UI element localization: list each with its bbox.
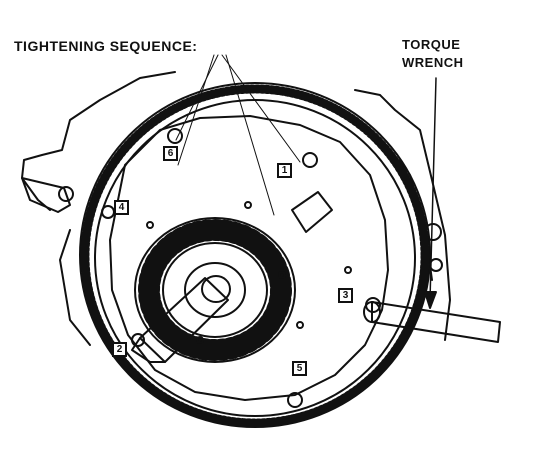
leader-line [175, 54, 219, 141]
flywheel-teeth [80, 84, 430, 428]
clutch-disc-inner [162, 242, 268, 338]
sequence-marker-1: 1 [277, 163, 292, 178]
plate-hole [146, 221, 154, 229]
leader-line [225, 54, 275, 216]
sequence-marker-2: 2 [112, 342, 127, 357]
tightening-sequence-title: TIGHTENING SEQUENCE: [14, 38, 198, 54]
sequence-marker-4: 4 [114, 200, 129, 215]
bracket-bolt [58, 186, 74, 202]
torque-wrench-label-line2: WRENCH [402, 55, 464, 70]
engine-block-left-inner [59, 229, 91, 346]
plate-hole [244, 201, 252, 209]
alignment-tool [139, 277, 229, 363]
wrench-socket [363, 301, 381, 323]
leader-line [221, 54, 301, 163]
leader-line [177, 54, 215, 166]
clutch-disc-fins [138, 219, 292, 361]
wrench-leader [429, 77, 437, 301]
bolt [302, 152, 318, 168]
sequence-marker-3: 3 [338, 288, 353, 303]
hub [184, 262, 246, 318]
wrench-arrow [424, 291, 437, 309]
torque-wrench-label-line1: TORQUE [402, 37, 461, 52]
alignment-tool-end [201, 275, 231, 303]
engine-block-left [21, 71, 176, 211]
sequence-marker-5: 5 [292, 361, 307, 376]
plate-hole [344, 266, 352, 274]
release-tab [291, 191, 333, 233]
mount-bracket [21, 177, 71, 213]
bolt [287, 392, 303, 408]
plate-hole [278, 271, 286, 279]
sequence-marker-6: 6 [163, 146, 178, 161]
bolt [131, 333, 145, 347]
plate-hole [296, 321, 304, 329]
alignment-tool-tip [131, 337, 166, 363]
bolt [101, 205, 115, 219]
clutch-disc-outer [134, 217, 296, 363]
housing-right [354, 89, 451, 341]
plate-hole [196, 336, 204, 344]
bolt [167, 128, 183, 144]
torque-wrench [371, 301, 501, 343]
